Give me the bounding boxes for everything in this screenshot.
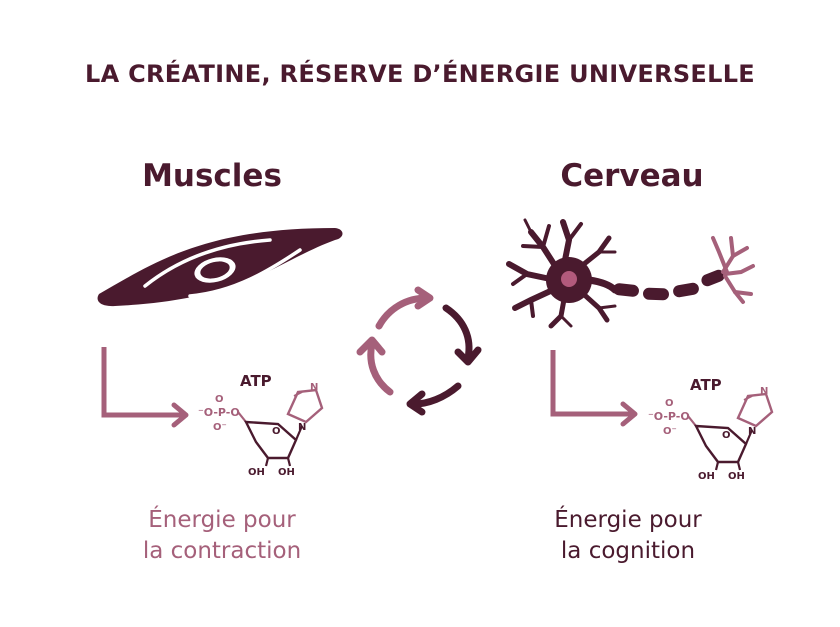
- n-top-label: N: [310, 382, 318, 393]
- n-bottom-label: N: [748, 426, 756, 437]
- oxygen-top-label: O: [665, 398, 674, 409]
- muscles-heading: Muscles: [142, 158, 282, 194]
- oxygen-top-label: O: [215, 394, 224, 405]
- cerveau-heading: Cerveau: [560, 158, 704, 194]
- oh-right-label: OH: [278, 467, 295, 478]
- cycle-arrows-icon: [356, 286, 482, 416]
- cerveau-caption-line1: Énergie pour: [554, 507, 702, 533]
- oh-right-label: OH: [728, 471, 745, 482]
- ribose-oxygen-label: O: [272, 426, 281, 437]
- oxygen-bottom-label: O⁻: [213, 422, 227, 433]
- phosphate-label: ⁻O-P-O: [648, 410, 690, 423]
- muscles-down-right-arrow-icon: [101, 347, 189, 428]
- cerveau-caption: Énergie pour la cognition: [478, 505, 778, 567]
- ribose-oxygen-label: O: [722, 430, 731, 441]
- oxygen-bottom-label: O⁻: [663, 426, 677, 437]
- atp-label: ATP: [690, 376, 722, 394]
- muscles-caption: Énergie pour la contraction: [72, 505, 372, 567]
- muscles-caption-line1: Énergie pour: [148, 507, 296, 533]
- cerveau-caption-line2: la cognition: [560, 538, 696, 564]
- muscles-caption-line2: la contraction: [142, 538, 302, 564]
- oh-left-label: OH: [248, 467, 265, 478]
- n-bottom-label: N: [298, 422, 306, 433]
- page-title: LA CRÉATINE, RÉSERVE D’ÉNERGIE UNIVERSEL…: [84, 60, 756, 88]
- neuron-icon: [506, 218, 755, 329]
- atp-label: ATP: [240, 372, 272, 390]
- oh-left-label: OH: [698, 471, 715, 482]
- muscles-atp-molecule-icon: ATP ⁻O-P-O O O⁻ O OH OH N N: [198, 372, 324, 478]
- cerveau-atp-molecule-icon: ATP ⁻O-P-O O O⁻ O OH OH N N: [648, 376, 774, 482]
- muscle-cell-icon: [97, 228, 343, 307]
- n-top-label: N: [760, 386, 768, 397]
- cerveau-down-right-arrow-icon: [550, 350, 638, 427]
- phosphate-label: ⁻O-P-O: [198, 406, 240, 419]
